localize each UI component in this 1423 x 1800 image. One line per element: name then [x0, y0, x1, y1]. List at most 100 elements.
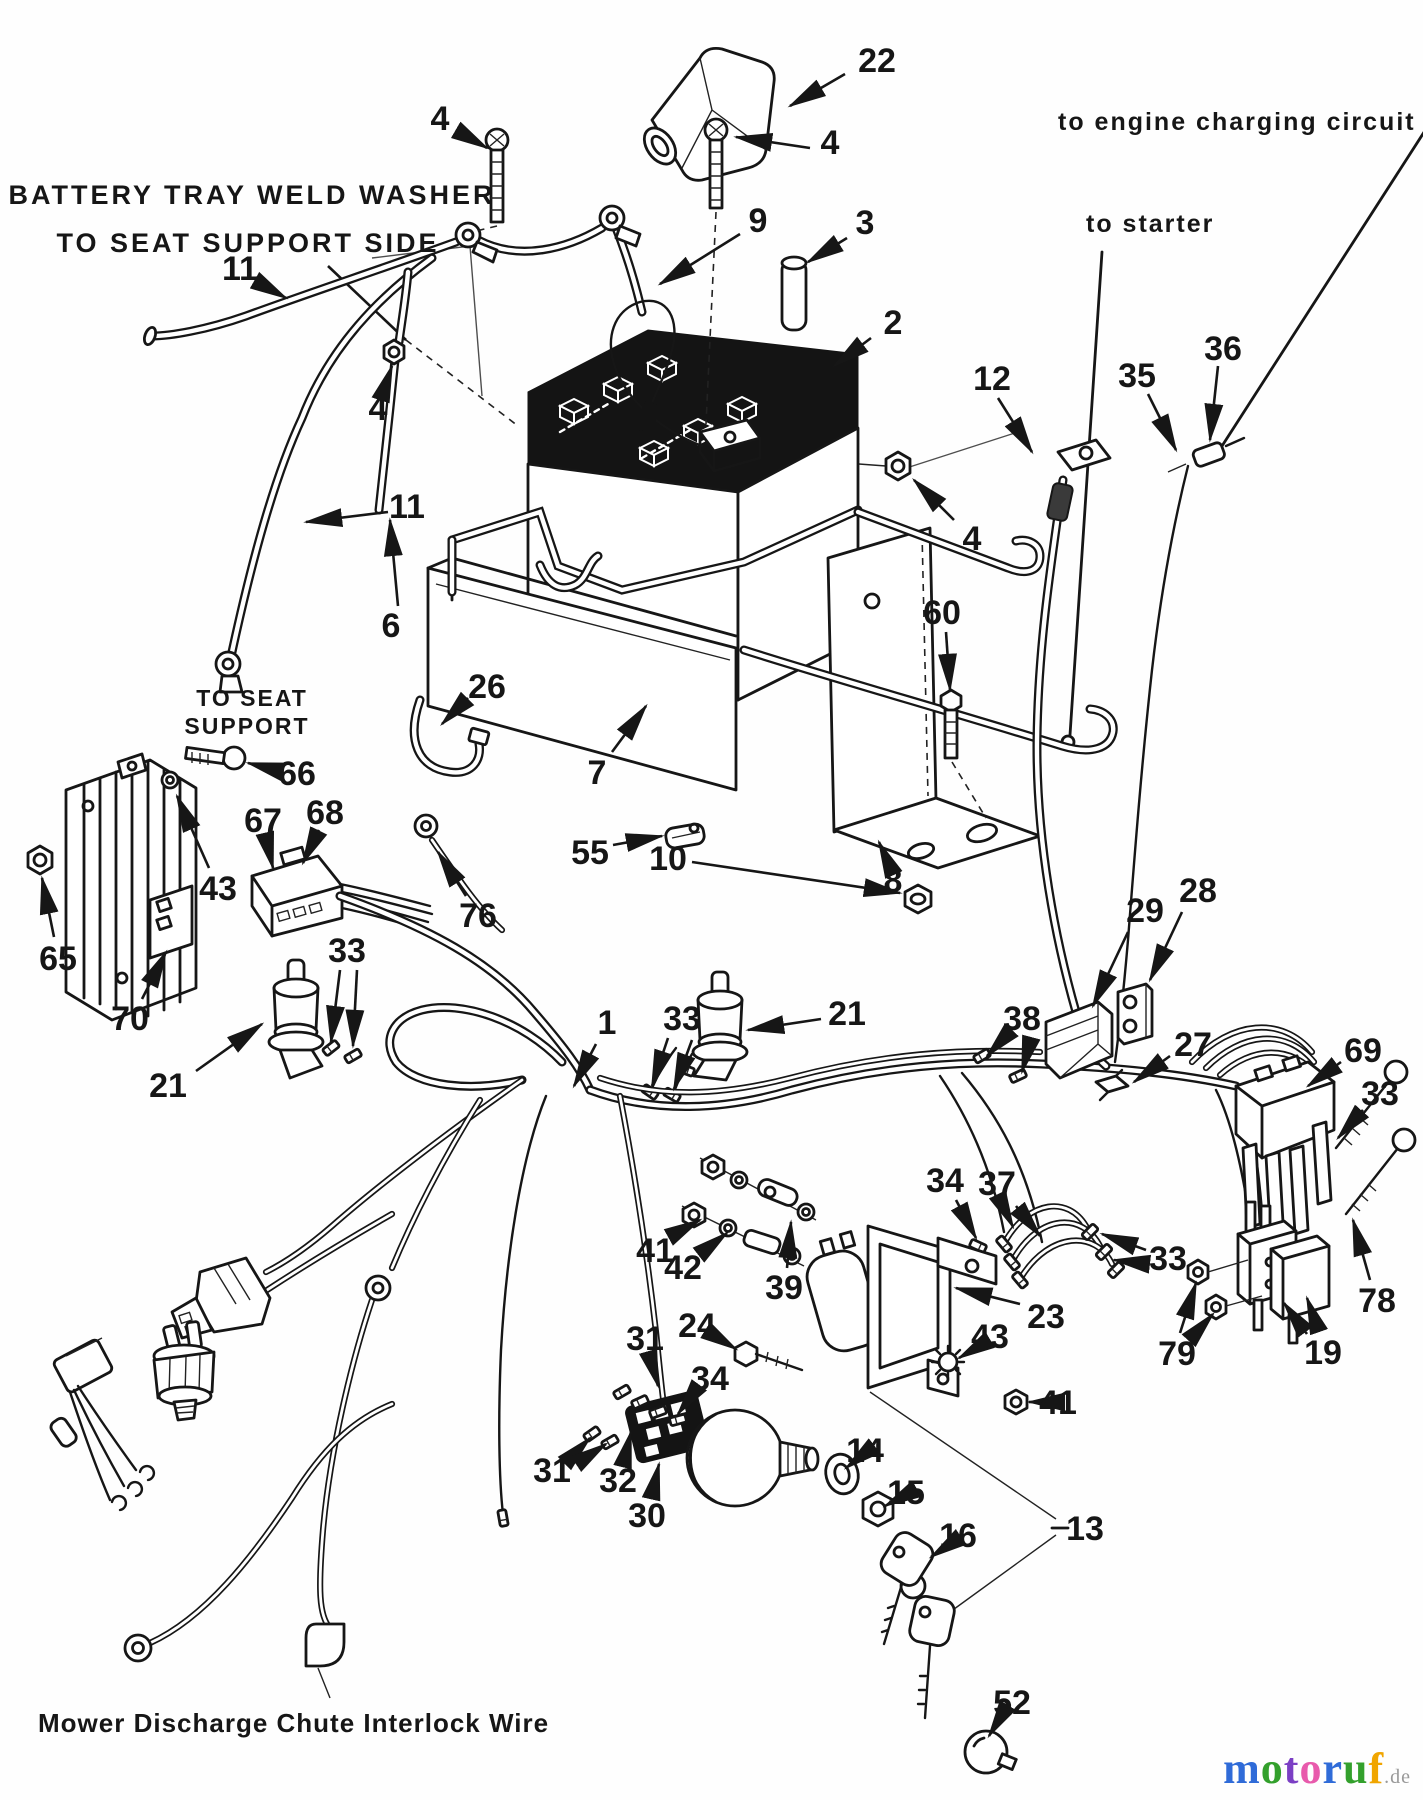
part-number-label: 66	[278, 755, 316, 793]
part-number-label: 65	[39, 940, 77, 978]
callout-arrow	[691, 860, 903, 898]
callout-33: 33	[1099, 1232, 1187, 1278]
charging-circuit-line	[1220, 131, 1423, 448]
callout-65: 65	[39, 875, 77, 978]
callout-7: 7	[588, 703, 648, 792]
fuse-28	[1116, 982, 1154, 1046]
callout-arrow	[383, 517, 403, 607]
part-number-label: 31	[626, 1320, 664, 1358]
bolt-60	[939, 688, 987, 819]
part-number-label: 30	[628, 1497, 666, 1535]
callout-33: 33	[326, 932, 366, 1049]
part-number-label: 67	[244, 802, 282, 840]
part-number-label: 21	[828, 995, 866, 1033]
callout-arrow	[985, 1023, 1019, 1059]
callout-21: 21	[745, 995, 866, 1034]
callout-arrow	[450, 121, 490, 150]
callout-arrow	[638, 1348, 660, 1389]
callout-arrow	[1336, 1104, 1370, 1141]
battery-bracket-8	[826, 526, 1042, 870]
callout-arrow	[570, 1442, 609, 1472]
interlock-wire-75	[304, 1274, 392, 1699]
part-number-label: 69	[1344, 1032, 1382, 1070]
part-number-label: 26	[468, 668, 506, 706]
part-number-label: 15	[887, 1474, 925, 1512]
part-number-label: 29	[1126, 892, 1164, 930]
callout-arrow	[440, 691, 475, 726]
seat-support-line2: SUPPORT	[184, 713, 309, 739]
callout-arrow	[303, 508, 389, 528]
interlock-switch-21-right	[675, 970, 749, 1082]
callout-41: 41	[1026, 1384, 1077, 1422]
callout-4: 4	[369, 363, 394, 428]
part-number-label: 37	[978, 1165, 1016, 1203]
vent-tube-6	[374, 267, 413, 515]
callout-9: 9	[657, 202, 767, 286]
part-number-label: 32	[599, 1462, 637, 1500]
callout-19: 19	[1282, 1295, 1342, 1372]
callout-16: 16	[928, 1517, 977, 1559]
callout-36: 36	[1204, 330, 1242, 443]
callout-43: 43	[175, 793, 237, 908]
part-number-label: 12	[973, 360, 1011, 398]
part-number-label: 60	[923, 594, 961, 632]
callout-arrow	[255, 830, 275, 871]
part-number-label: 55	[571, 834, 609, 872]
callout-52: 52	[987, 1684, 1031, 1739]
callout-43: 43	[956, 1318, 1009, 1360]
callout-arrow	[345, 969, 365, 1049]
callout-15: 15	[882, 1474, 925, 1512]
callout-12: 12	[973, 360, 1034, 455]
callout-11: 11	[303, 488, 425, 528]
charging-wire-35-36	[1113, 436, 1246, 1064]
part-number-label: 41	[636, 1232, 674, 1270]
callout-arrow	[641, 1461, 661, 1502]
callout-arrow	[787, 72, 846, 108]
callout-arrow	[733, 132, 811, 152]
part-number-label: 23	[1027, 1298, 1065, 1336]
callout-arrow	[692, 1231, 730, 1263]
watermark-suffix: .de	[1384, 1766, 1411, 1788]
part-number-label: 33	[1361, 1075, 1399, 1113]
part-number-label: 4	[369, 390, 388, 428]
push-cap-52	[963, 1729, 1018, 1775]
callout-arrow	[1305, 1295, 1328, 1336]
interlock-switch-21-left	[267, 958, 364, 1080]
callout-arrow	[843, 1438, 881, 1470]
callout-arrow	[672, 1039, 696, 1092]
battery-cables-11	[142, 204, 647, 694]
part-number-label: 70	[111, 1000, 149, 1038]
part-number-label: 76	[459, 897, 497, 935]
solenoid-23	[805, 1224, 998, 1398]
callout-arrow	[610, 703, 648, 753]
watermark-letter: t	[1283, 1744, 1300, 1793]
part-number-label: 68	[306, 794, 344, 832]
starter-line	[1068, 250, 1104, 737]
callout-arrow	[175, 793, 211, 869]
voltage-regulator-70	[64, 752, 198, 1022]
part-number-label: 27	[1174, 1026, 1212, 1064]
part-number-label: 33	[1149, 1240, 1187, 1278]
part-number-label: 10	[649, 840, 687, 878]
part-number-label: 43	[199, 870, 237, 908]
spacer-3	[780, 255, 808, 332]
callout-79: 79	[1158, 1280, 1215, 1373]
part-number-label: 33	[328, 932, 366, 970]
callout-70: 70	[111, 949, 168, 1038]
callout-arrow	[650, 1037, 673, 1089]
callout-arrow	[1099, 1232, 1147, 1256]
callout-21: 21	[149, 1022, 265, 1105]
seat-support-line1: TO SEAT	[196, 685, 308, 711]
callout-76: 76	[436, 849, 497, 935]
callout-arrow	[831, 336, 872, 368]
callout-34: 34	[676, 1360, 729, 1417]
callout-arrow	[557, 1436, 592, 1471]
watermark-logo: motoruf.de	[1223, 1743, 1411, 1794]
callout-arrow	[988, 1190, 1015, 1230]
part-number-label: 13	[1066, 1510, 1104, 1548]
callout-arrow	[245, 761, 286, 781]
part-number-label: 4	[821, 124, 840, 162]
engine-circuit-label: to engine charging circuit	[1058, 108, 1416, 136]
